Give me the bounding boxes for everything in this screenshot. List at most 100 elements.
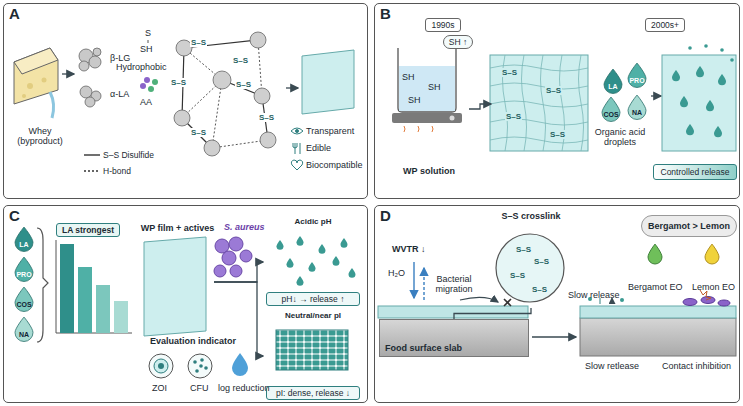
text-label: S: [145, 28, 151, 38]
node-label: 2000s+: [651, 20, 679, 30]
node-label: LA: [19, 241, 28, 248]
acid-droplet: NA: [625, 94, 649, 120]
film: [144, 237, 206, 336]
droplet-shape: [599, 96, 623, 122]
droplet-shape: [601, 68, 625, 94]
panel: C LA PRO COS NA LA strongest WP film + actives…: [3, 205, 368, 403]
era-tag: 1990s: [425, 18, 461, 32]
node-label: S–S crosslink: [491, 211, 571, 221]
node-text: S–S: [549, 130, 566, 139]
text-label: Lemon EO: [692, 282, 735, 292]
node-label: PRO: [16, 271, 31, 278]
ph-condition: Neutral/near pIpI: dense, release ↓: [263, 310, 363, 402]
film: [662, 55, 736, 151]
node-label: S–S: [501, 68, 518, 77]
text-label: Transparent: [306, 126, 354, 136]
text-label: S–S: [170, 78, 187, 87]
acid-droplet: COS: [12, 286, 36, 312]
beaker: [398, 48, 456, 112]
text-label: ZOI: [152, 383, 167, 393]
droplet-shape: [12, 316, 36, 342]
node-label: C: [9, 207, 20, 224]
ph-condition: Acidic pHpH↓ → release ↑: [263, 216, 363, 308]
text-label: S–S: [190, 38, 207, 47]
film-node: S–S S–S S–S S–S: [491, 56, 589, 152]
film-droplets: [672, 44, 734, 137]
text-label: Whey (byproduct): [8, 126, 72, 147]
whey-cheese: [14, 48, 58, 118]
acid-droplet: LA: [601, 68, 625, 94]
text-label: Evaluation indicator: [150, 336, 236, 346]
text-label: Slow release: [568, 290, 620, 300]
s-aureus-cells: [214, 237, 252, 277]
node-label: Controlled release: [661, 167, 730, 177]
connector: [469, 104, 491, 109]
bracket: [37, 228, 48, 342]
node-text: S–S: [515, 245, 532, 254]
bacteria: [683, 297, 730, 307]
node-text: S–S: [505, 112, 522, 121]
aroma-cloud: Bergamot > Lemon: [641, 215, 737, 237]
panel: B 1990s SH ↑ WP solution S–S S–S S–S S–S 2000s+ L…: [374, 3, 740, 199]
dense-film: [276, 330, 348, 370]
speech-bubble: SH ↑: [443, 35, 473, 49]
acid-droplet: NA: [12, 316, 36, 342]
node-text: S–S: [509, 271, 526, 280]
legend-text: H-bond: [103, 166, 131, 176]
connector: [454, 308, 531, 319]
node-label: WP film + actives: [141, 223, 215, 233]
node-label: NA: [19, 331, 29, 338]
droplet-shape: [12, 286, 36, 312]
node-label: LA strongest: [62, 225, 114, 235]
zoom-circle: [496, 234, 564, 302]
release-bar: Controlled release: [653, 164, 737, 180]
text-label: Organic acid droplets: [590, 127, 650, 148]
coating-layer: [378, 306, 528, 318]
node-label: Bergamot > Lemon: [648, 221, 730, 231]
indicator-icons: [149, 353, 248, 378]
text-label: Bacterial migration: [426, 274, 482, 295]
node-label: WP solution: [403, 166, 455, 176]
node-text: pH↓ → release ↑: [266, 292, 360, 306]
droplet-shape: [12, 256, 36, 282]
text-label: S–S: [258, 113, 275, 122]
text-label: S–S: [232, 56, 249, 65]
text-label: Edible: [306, 143, 331, 153]
node-label: B: [380, 5, 391, 22]
node-text: S–S: [533, 257, 550, 266]
text-label: CFU: [190, 383, 209, 393]
text-label: SH: [402, 72, 415, 82]
film: [490, 55, 588, 151]
text-label: H₂O: [388, 268, 405, 278]
node-label: D: [380, 207, 391, 224]
era-tag: 2000s+: [645, 18, 685, 32]
protein-network: [174, 32, 276, 156]
wp-liquid: [399, 66, 455, 111]
node-label: COS: [16, 301, 31, 308]
text-label: Hydrophobic: [116, 62, 167, 72]
coating-layer: [580, 306, 736, 318]
legend-entry: H-bond: [84, 166, 131, 176]
block-mark: [504, 299, 511, 306]
node-text: S–S: [545, 86, 562, 95]
bergamot-drop: [648, 244, 662, 264]
node-label: PRO: [629, 77, 644, 84]
property-icons: [291, 128, 303, 170]
food-slab: Food surface slab: [379, 319, 529, 357]
text-label: log reduction: [218, 383, 270, 393]
bar-chart: [56, 240, 132, 333]
legend-sample: [84, 151, 100, 159]
amino-acids: [140, 77, 158, 92]
connector: [214, 262, 263, 282]
droplet-shape: [625, 62, 649, 88]
text-label: S. aureus: [224, 222, 265, 232]
node-label: SH ↑: [449, 37, 467, 47]
text-label: Bergamot EO: [628, 282, 683, 292]
acid-droplet: LA: [12, 226, 36, 252]
node-label: Neutral/near pI: [263, 311, 363, 320]
result-box: LA strongest: [56, 223, 120, 237]
zoom-circle: S–S crosslinkS–SS–SS–SS–S: [491, 211, 571, 308]
node-label: LA: [608, 83, 617, 90]
text-label: Contact inhibition: [662, 361, 731, 371]
droplet-shape: [12, 226, 36, 252]
